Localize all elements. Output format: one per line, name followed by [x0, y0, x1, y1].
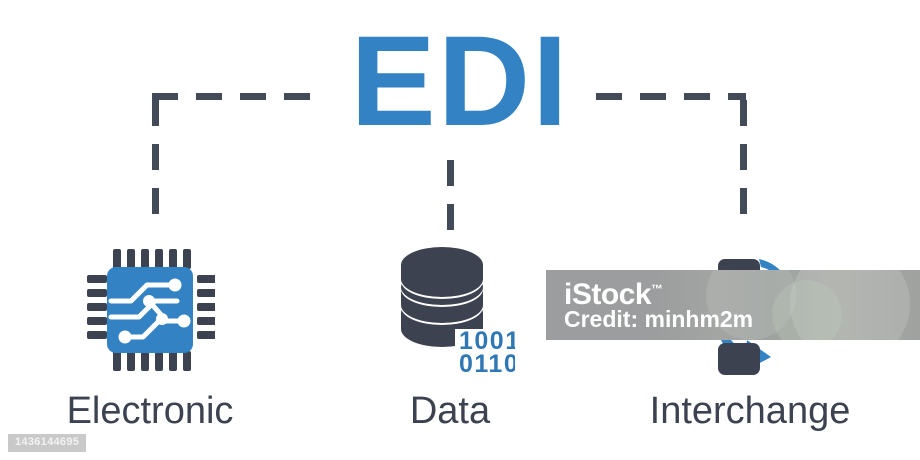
watermark-blob [790, 270, 910, 340]
istock-logo-text: iStock [564, 278, 652, 311]
column-electronic: Electronic [10, 245, 290, 433]
caption-electronic: Electronic [66, 390, 234, 432]
connector-center-vertical [447, 160, 454, 232]
watermark-blob [706, 270, 796, 340]
svg-text:1001: 1001 [459, 327, 515, 355]
istock-watermark-band: iStock™ Credit: minhm2m [546, 270, 920, 340]
connector-right-vertical [740, 100, 747, 230]
connector-left-vertical [152, 100, 159, 230]
svg-text:0110: 0110 [459, 350, 515, 375]
column-data: 1001 0110 Data [310, 245, 590, 433]
connector-left-horizontal [152, 93, 316, 100]
database-icon: 1001 0110 [385, 245, 515, 375]
page-title: EDI [350, 10, 570, 153]
microchip-icon [85, 245, 215, 375]
istock-logo: iStock™ [564, 272, 663, 312]
connector-right-horizontal [596, 93, 746, 100]
asset-id-badge: 1436144695 [8, 434, 87, 452]
caption-data: Data [409, 390, 491, 432]
watermark-credit: Credit: minhm2m [564, 306, 754, 332]
trademark-icon: ™ [651, 282, 663, 296]
caption-interchange: Interchange [649, 390, 851, 432]
watermark-blob [772, 280, 842, 340]
